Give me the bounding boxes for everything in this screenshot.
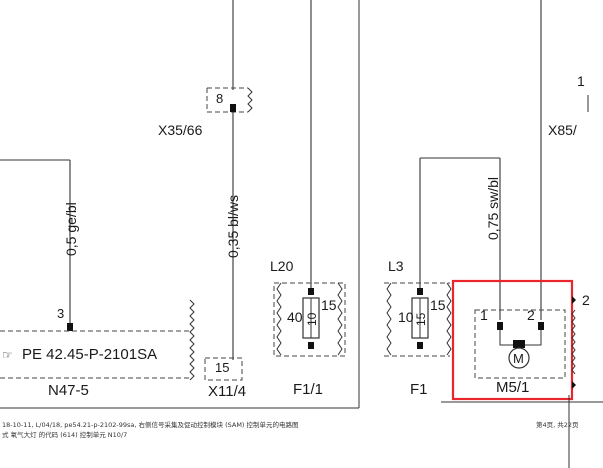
n47-module-label: N47-5 xyxy=(48,382,89,399)
f1-zigzag-left xyxy=(386,282,392,356)
fuse-left-rating: 10 xyxy=(305,312,319,326)
motor-icon xyxy=(508,347,530,369)
edge-pin-number: 2 xyxy=(582,292,590,308)
n47-module-zigzag xyxy=(189,299,195,381)
m5-module-outline xyxy=(474,309,566,379)
n47-pin-number: 3 xyxy=(57,306,64,321)
f1-1-zigzag-right xyxy=(337,282,343,356)
edge-arrow-lower xyxy=(572,381,576,389)
footer-line-2: 式 氧气大灯 的代码 (614) 控制单元 N10/7 xyxy=(2,430,127,439)
edge-zigzag xyxy=(571,309,576,375)
m5-actuator-block xyxy=(513,340,525,348)
f1-fusebox-outline xyxy=(384,282,450,357)
m5-module-label: M5/1 xyxy=(496,379,529,396)
l3-label: L3 xyxy=(388,258,404,274)
footer-line-1: 18-10-11, L/04/18, pe54.21-p-2102-99sa, … xyxy=(2,420,299,429)
f1-1-fusebox-outline xyxy=(273,282,346,357)
fuse-left-number: 40 xyxy=(287,309,303,325)
motor-symbol-letter: M xyxy=(513,351,524,366)
fuse-right-pin: 15 xyxy=(430,297,446,313)
edge-arrow-upper xyxy=(572,296,576,304)
x35-connector-label: X35/66 xyxy=(158,122,203,138)
fuse-right-number: 10 xyxy=(398,309,414,325)
m5-pin-2: 2 xyxy=(527,307,535,323)
wire-mid-label: 0,35 bl/ws xyxy=(225,195,241,258)
m5-internal-wiring xyxy=(499,330,542,346)
f1-1-zigzag-left xyxy=(276,282,282,356)
f1-1-label: F1/1 xyxy=(293,381,323,398)
l20-label: L20 xyxy=(270,258,294,274)
fuse-right-rating: 15 xyxy=(414,312,428,326)
x11-connector-label: X11/4 xyxy=(208,383,246,400)
x85-pin-number: 1 xyxy=(577,73,585,89)
fuse-right-bottom-terminal xyxy=(417,342,423,349)
x11-pin-number: 15 xyxy=(215,360,229,375)
wire-right-label: 0,75 sw/bl xyxy=(485,177,501,240)
fuse-left-top-terminal xyxy=(308,288,314,295)
fuse-left-pin: 15 xyxy=(321,297,337,313)
m5-pin-1: 1 xyxy=(480,307,488,323)
highlight-box xyxy=(451,279,574,401)
n47-pin-terminal xyxy=(67,323,73,331)
f1-zigzag-right xyxy=(446,282,452,356)
f1-label: F1 xyxy=(410,381,428,398)
x85-connector-label: X85/ xyxy=(548,122,577,138)
x35-connector-zigzag xyxy=(247,87,253,113)
n47-part-reference: PE 42.45-P-2101SA xyxy=(22,346,157,363)
page-indicator: 第4页, 共22页 xyxy=(536,420,579,429)
m5-pin-2-terminal xyxy=(538,322,544,330)
fuse-left-bottom-terminal xyxy=(308,342,314,349)
wire-left-label: 0,5 ge/bl xyxy=(63,202,79,256)
x35-pin-terminal xyxy=(230,104,236,112)
reference-hand-icon: ☞ xyxy=(2,348,13,362)
x35-connector-outline xyxy=(206,87,248,113)
x11-connector-outline xyxy=(204,357,243,381)
fuse-right-top-terminal xyxy=(417,288,423,295)
m5-pin-1-terminal xyxy=(497,322,503,330)
x35-pin-number: 8 xyxy=(216,91,223,106)
